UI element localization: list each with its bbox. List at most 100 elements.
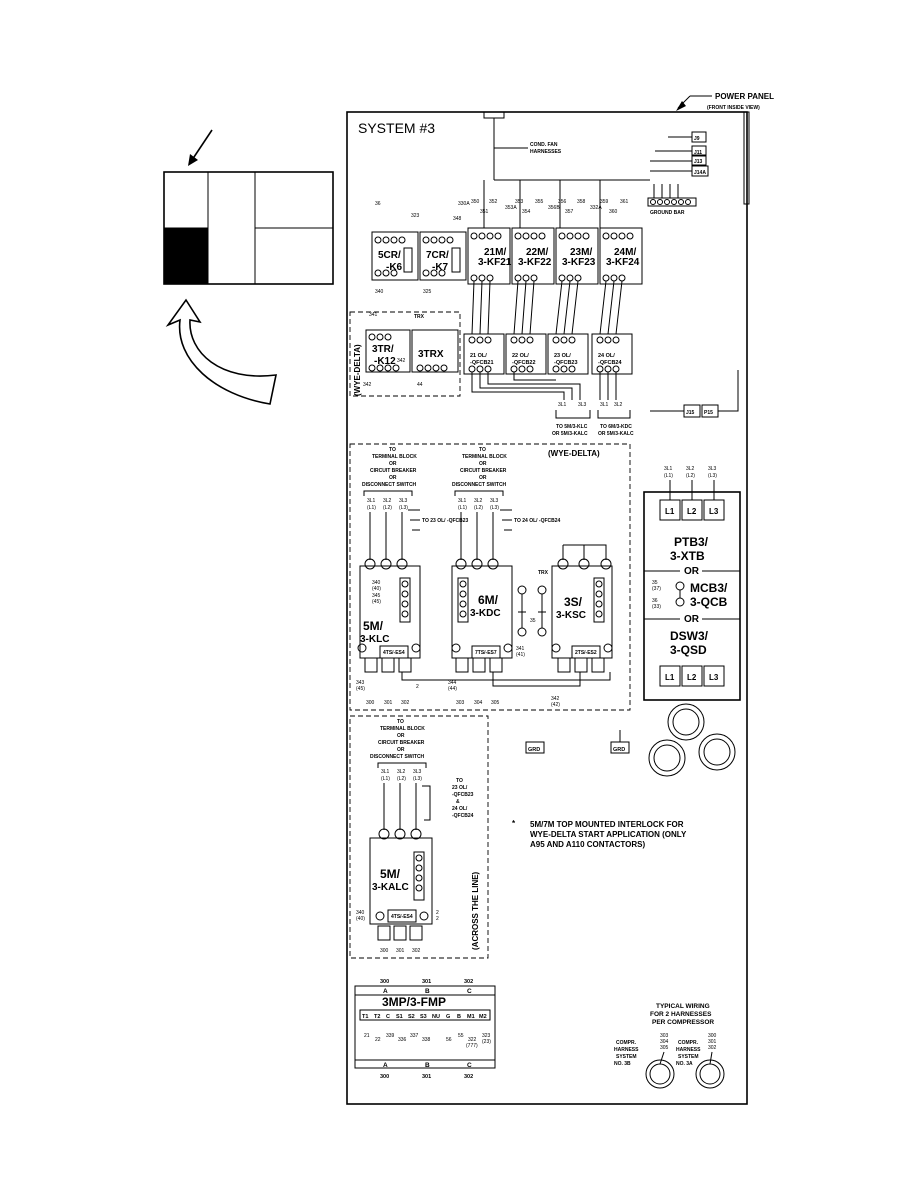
to-block-text: OR (479, 475, 487, 481)
across-line-to-label: TO 23 OL/ -QFCB23 & 24 OL/ -QFCB24 (422, 778, 474, 821)
to-block-text: OR (397, 733, 405, 739)
wire-number: 301 (422, 979, 431, 985)
wire-number: 340 (372, 580, 381, 586)
wire-number: 322 (468, 1037, 477, 1043)
wire-number: 325 (423, 289, 432, 295)
mp-terminal: M2 (479, 1014, 487, 1020)
to-block-text: DISCONNECT SWITCH (370, 754, 425, 760)
typical-wiring: TYPICAL WIRING FOR 2 HARNESSES PER COMPR… (614, 1003, 725, 1089)
line-term: 3L3 (490, 498, 499, 504)
fan-contactor-24m: 24M/ 3-KF24 (599, 227, 643, 285)
wire-number: (41) (516, 652, 525, 658)
harness-label: HARNESS (614, 1047, 639, 1053)
overload-label: 22 OL/ (512, 353, 529, 359)
wire-number: 44 (417, 382, 423, 388)
wire-number: 300 (380, 1074, 389, 1080)
wire-number: 340 (375, 289, 384, 295)
mp-terminal: NU (432, 1014, 440, 1020)
wire-number: 21 (364, 1033, 370, 1039)
ts-label: 2TS/-ES2 (575, 650, 597, 656)
grd-label: GRD (613, 747, 625, 753)
harnesses-label: HARNESSES (530, 149, 562, 155)
wire-number: 340 (356, 910, 365, 916)
system-title: SYSTEM #3 (358, 120, 435, 136)
wire-number: (37) (652, 586, 661, 592)
contactor-label: 21M/ (484, 247, 506, 258)
relay-label: -K7 (432, 262, 449, 273)
overload-21: 21 OL/ -QFCB21 (463, 333, 505, 375)
wire-number: 354 (522, 209, 531, 215)
line-term: 3L3 (708, 466, 717, 472)
overload-23: 23 OL/ -QFCB23 (547, 333, 589, 375)
wire-number: 342 (363, 382, 372, 388)
dsw-label: 3-QSD (670, 643, 707, 657)
overload-label: -QFCB21 (470, 360, 494, 366)
line-alt: (L1) (458, 505, 467, 511)
trx-label: TRX (538, 570, 549, 576)
wire-number: 305 (491, 700, 500, 706)
to-block-text: TO (389, 447, 396, 453)
relay-label: 5CR/ (378, 250, 401, 261)
to-label: -QFCB24 (452, 813, 474, 819)
to-label: TO 23 OL/ -QFCB23 (422, 518, 469, 524)
to-block-text: OR (389, 461, 397, 467)
wire-number: 345 (372, 593, 381, 599)
wire-number: (33) (652, 604, 661, 610)
mp-terminal: M1 (467, 1014, 475, 1020)
line-alt: (L3) (413, 776, 422, 782)
wire-number: 361 (620, 199, 629, 205)
to-label: TO 24 OL/ -QFCB24 (514, 518, 561, 524)
contactor-label: 3-KSC (556, 610, 586, 621)
wire-number: (23) (482, 1039, 491, 1045)
line-alt: (L3) (708, 473, 717, 479)
note-star: * (512, 819, 516, 828)
timer-3tr: 3TR/ -K12 (365, 329, 411, 373)
grd-label: GRD (528, 747, 540, 753)
wire-number: (40) (372, 586, 381, 592)
fan-contactor-21m: 21M/ 3-KF21 (467, 227, 512, 285)
contactor-5m-kalc: 5M/ 3-KALC 4TS/-ES4 340 (40) 300 301 302… (356, 783, 439, 954)
contactor-label: 3-KF24 (606, 257, 640, 268)
overload-24: 24 OL/ -QFCB24 (591, 333, 633, 375)
jack-label: P15 (704, 410, 713, 416)
overload-label: -QFCB24 (598, 360, 622, 366)
contactor-label: 3-KF23 (562, 257, 596, 268)
to-terminal-block-2: TO TERMINAL BLOCK OR CIRCUIT BREAKER OR … (452, 447, 507, 488)
wire-number: 56 (446, 1037, 452, 1043)
mcb-label: 3-QCB (690, 595, 728, 609)
line-terms-2: 3L1 3L2 3L3 (L1) (L2) (L3) (454, 490, 504, 511)
wire-number: 352 (489, 199, 498, 205)
to-label: OR 5M/3-KALC (598, 431, 634, 437)
wire-number: 330A (458, 201, 470, 207)
line-terms-1: 3L1 3L2 3L3 (L1) (L2) (L3) (363, 490, 413, 511)
relay-label: -K6 (386, 262, 403, 273)
to-label: TO 6M/3-KDC (600, 424, 632, 430)
contactor-label: 3S/ (564, 595, 583, 609)
trx-label: 3TRX (418, 349, 444, 360)
ground-bar: GROUND BAR (647, 184, 697, 216)
wire-number: 344 (448, 680, 457, 686)
to-label: TO (456, 778, 463, 784)
phase-label: C (467, 988, 472, 995)
jack-label: J13 (694, 159, 703, 165)
line-alt: (L1) (664, 473, 673, 479)
wire-number: 356B (548, 205, 560, 211)
wire-number: 301 (422, 1074, 431, 1080)
wire-number: 332A (590, 205, 602, 211)
power-panel-frame (346, 111, 748, 1105)
wire-number: 36 (652, 598, 658, 604)
mid-wiring: TO 23 OL/ -QFCB23 TO 24 OL/ -QFCB24 (369, 509, 607, 560)
to-block-text: OR (389, 475, 397, 481)
wire-number: 300 (366, 700, 375, 706)
wire-number: 342 (551, 696, 560, 702)
to-label: 24 OL/ (452, 806, 468, 812)
wire-number: 36 (375, 201, 381, 207)
jack-label: J14A (694, 170, 706, 176)
line-alt: (L2) (383, 505, 392, 511)
wire-number: 22 (375, 1037, 381, 1043)
wire-number: 300 (708, 1033, 717, 1039)
to-block-text: TO (397, 719, 404, 725)
to-block-text: CIRCUIT BREAKER (378, 740, 425, 746)
ptb-label: 3-XTB (670, 549, 705, 563)
